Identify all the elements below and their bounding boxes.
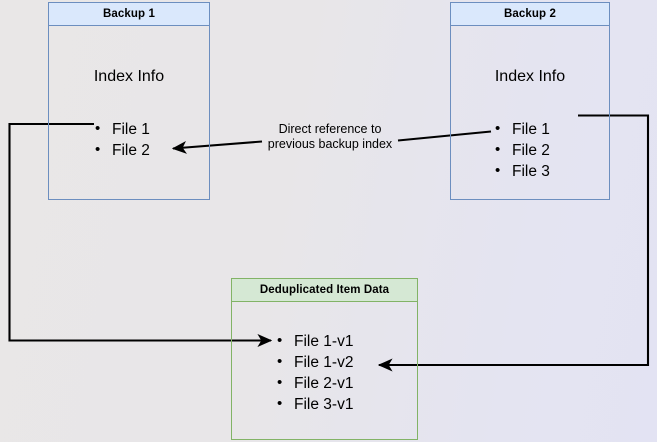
node-backup-2-body: Index Info File 1 File 2 File 3 [451, 26, 609, 199]
backup-2-index-info-label: Index Info [494, 68, 566, 85]
node-backup-2[interactable]: Backup 2 Index Info File 1 File 2 File 3 [450, 2, 610, 200]
list-item: File 2 [95, 139, 150, 161]
list-item: File 1 [95, 118, 150, 140]
node-backup-1[interactable]: Backup 1 Index Info File 1 File 2 [48, 2, 210, 200]
list-item: File 2 [495, 139, 550, 161]
node-deduplicated-body: File 1-v1 File 1-v2 File 2-v1 File 3-v1 [232, 302, 417, 439]
backup-2-file-list: File 1 File 2 File 3 [495, 118, 550, 182]
edge-label-line-1: Direct reference to [278, 122, 382, 136]
node-deduplicated-header: Deduplicated Item Data [232, 279, 417, 302]
deduplicated-file-list: File 1-v1 File 1-v2 File 2-v1 File 3-v1 [277, 330, 353, 415]
node-backup-1-body: Index Info File 1 File 2 [49, 26, 209, 199]
list-item: File 1-v1 [277, 330, 353, 352]
list-item: File 2-v1 [277, 372, 353, 394]
backup-1-index-info-label: Index Info [93, 68, 165, 85]
backup-1-file-list: File 1 File 2 [95, 118, 150, 161]
list-item: File 3 [495, 160, 550, 182]
list-item: File 1 [495, 118, 550, 140]
node-deduplicated-item-data[interactable]: Deduplicated Item Data File 1-v1 File 1-… [231, 278, 418, 440]
node-backup-1-header: Backup 1 [49, 3, 209, 26]
edge-label-direct-reference: Direct reference to previous backup inde… [250, 122, 410, 152]
list-item: File 3-v1 [277, 393, 353, 415]
list-item: File 1-v2 [277, 351, 353, 373]
edge-label-line-2: previous backup index [267, 137, 393, 151]
node-backup-2-header: Backup 2 [451, 3, 609, 26]
